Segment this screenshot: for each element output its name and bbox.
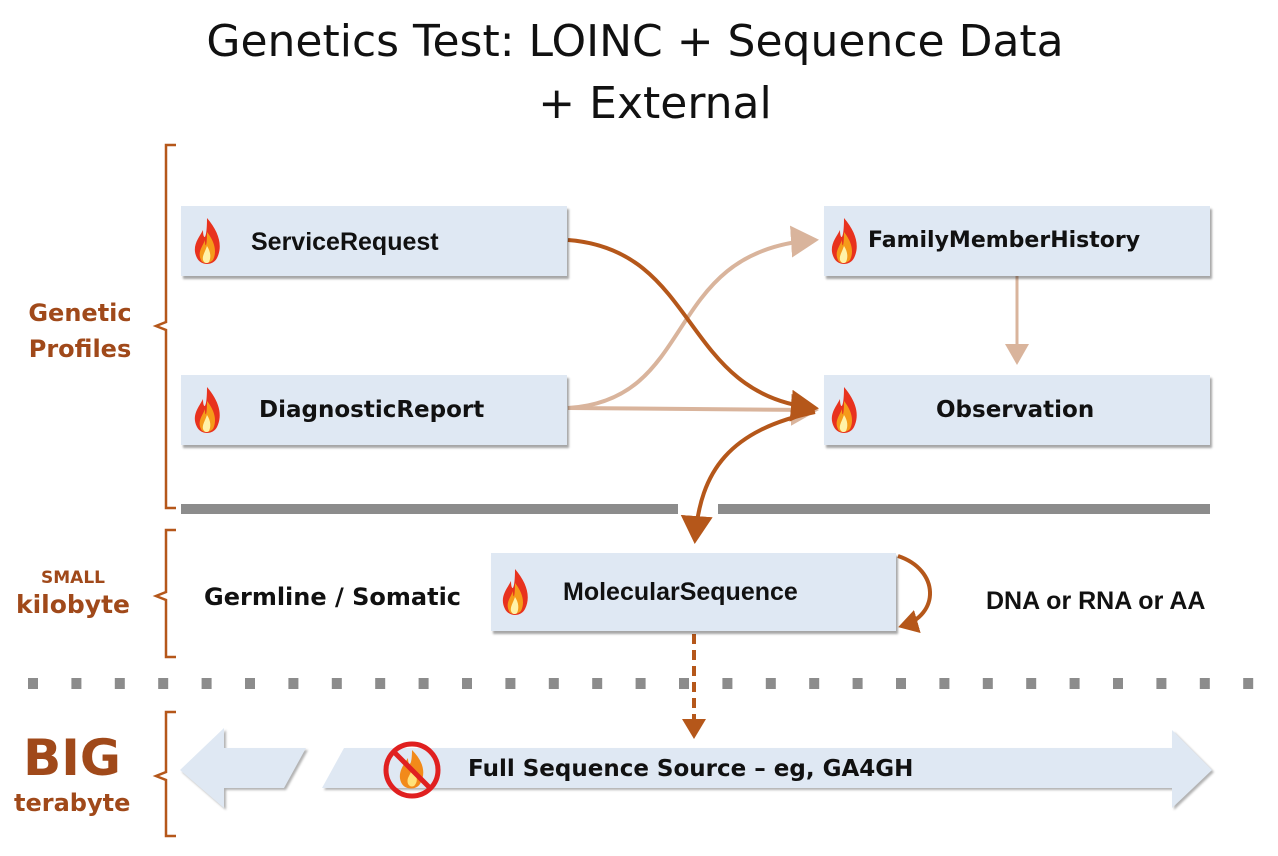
separator-dot bbox=[201, 678, 212, 689]
separator-dot bbox=[1069, 678, 1080, 689]
resource-label: DiagnosticReport bbox=[259, 397, 485, 423]
fhir-flame-icon bbox=[502, 569, 528, 615]
separator-dot bbox=[375, 678, 386, 689]
bracket-genetic-profiles bbox=[152, 143, 176, 510]
separator-dot bbox=[939, 678, 950, 689]
separator-dot bbox=[1113, 678, 1123, 689]
separator-dot bbox=[548, 678, 559, 689]
separator-dot bbox=[114, 678, 125, 689]
separator-dot bbox=[722, 678, 733, 689]
tier-label-genetic: Genetic bbox=[28, 299, 132, 327]
separator-dot bbox=[765, 678, 776, 689]
connector-service-to-observation bbox=[567, 238, 819, 422]
separator-dot bbox=[462, 678, 472, 689]
separator-dot bbox=[1026, 678, 1037, 689]
diagram-title-line2: + External bbox=[538, 78, 772, 129]
separator-dot bbox=[1156, 678, 1167, 689]
connector-observation-to-molecular bbox=[680, 410, 816, 544]
external-arrow-band bbox=[180, 728, 1212, 808]
tier-label-kilobyte: kilobyte bbox=[15, 590, 131, 619]
separator-dot bbox=[288, 678, 299, 689]
arrow-band-left bbox=[180, 728, 306, 808]
separator-dot bbox=[679, 678, 689, 689]
resource-label: ServiceRequest bbox=[251, 228, 439, 256]
fhir-flame-icon bbox=[194, 387, 220, 433]
separator-dot bbox=[982, 678, 993, 689]
tier-label-profiles: Profiles bbox=[28, 335, 132, 363]
connector-diagnostic-to-family bbox=[567, 225, 819, 410]
resource-label: FamilyMemberHistory bbox=[868, 228, 1141, 253]
separator-dot bbox=[635, 678, 646, 689]
resource-family-member-history[interactable]: FamilyMemberHistory bbox=[824, 206, 1210, 276]
bracket-small bbox=[152, 528, 176, 659]
arrow-band-right bbox=[322, 730, 1212, 808]
diagram-title-line1: Genetics Test: LOINC + Sequence Data bbox=[206, 16, 1064, 67]
resource-label: Observation bbox=[936, 397, 1095, 423]
separator-dot bbox=[505, 678, 516, 689]
connector-diagnostic-to-observation bbox=[567, 393, 819, 426]
separator-dot bbox=[245, 678, 255, 689]
tier-label-big: BIG bbox=[23, 729, 121, 787]
separator-dot bbox=[896, 678, 906, 689]
bracket-big bbox=[152, 710, 176, 838]
fhir-flame-icon bbox=[194, 218, 220, 264]
resource-label: MolecularSequence bbox=[563, 578, 798, 606]
resource-observation[interactable]: Observation bbox=[824, 375, 1210, 445]
resource-diagnostic-report[interactable]: DiagnosticReport bbox=[181, 375, 567, 445]
no-fhir-icon bbox=[383, 741, 441, 799]
annotation-dna-rna-aa: DNA or RNA or AA bbox=[986, 587, 1206, 615]
separator-segment-right bbox=[718, 504, 1210, 514]
tier-label-small: SMALL bbox=[41, 568, 105, 588]
separator-dot bbox=[418, 678, 429, 689]
fhir-flame-icon bbox=[831, 387, 857, 433]
separator-dot bbox=[71, 678, 82, 689]
dotted-separator bbox=[28, 678, 1254, 689]
resource-service-request[interactable]: ServiceRequest bbox=[181, 206, 567, 276]
connector-molecular-self bbox=[897, 554, 932, 634]
separator-dot bbox=[28, 678, 38, 689]
separator-dot bbox=[1199, 678, 1210, 689]
annotation-germline-somatic: Germline / Somatic bbox=[204, 583, 462, 611]
separator-dot bbox=[1243, 678, 1254, 689]
tier-label-terabyte: terabyte bbox=[14, 789, 131, 817]
separator-dot bbox=[158, 678, 169, 689]
fhir-flame-icon bbox=[831, 218, 857, 264]
separator-dot bbox=[592, 678, 603, 689]
separator-dot bbox=[331, 678, 342, 689]
resource-molecular-sequence[interactable]: MolecularSequence bbox=[491, 553, 896, 631]
separator-segment-left bbox=[181, 504, 678, 514]
separator-dot bbox=[809, 678, 820, 689]
separator-dot bbox=[852, 678, 863, 689]
annotation-full-sequence-source: Full Sequence Source – eg, GA4GH bbox=[468, 756, 914, 782]
